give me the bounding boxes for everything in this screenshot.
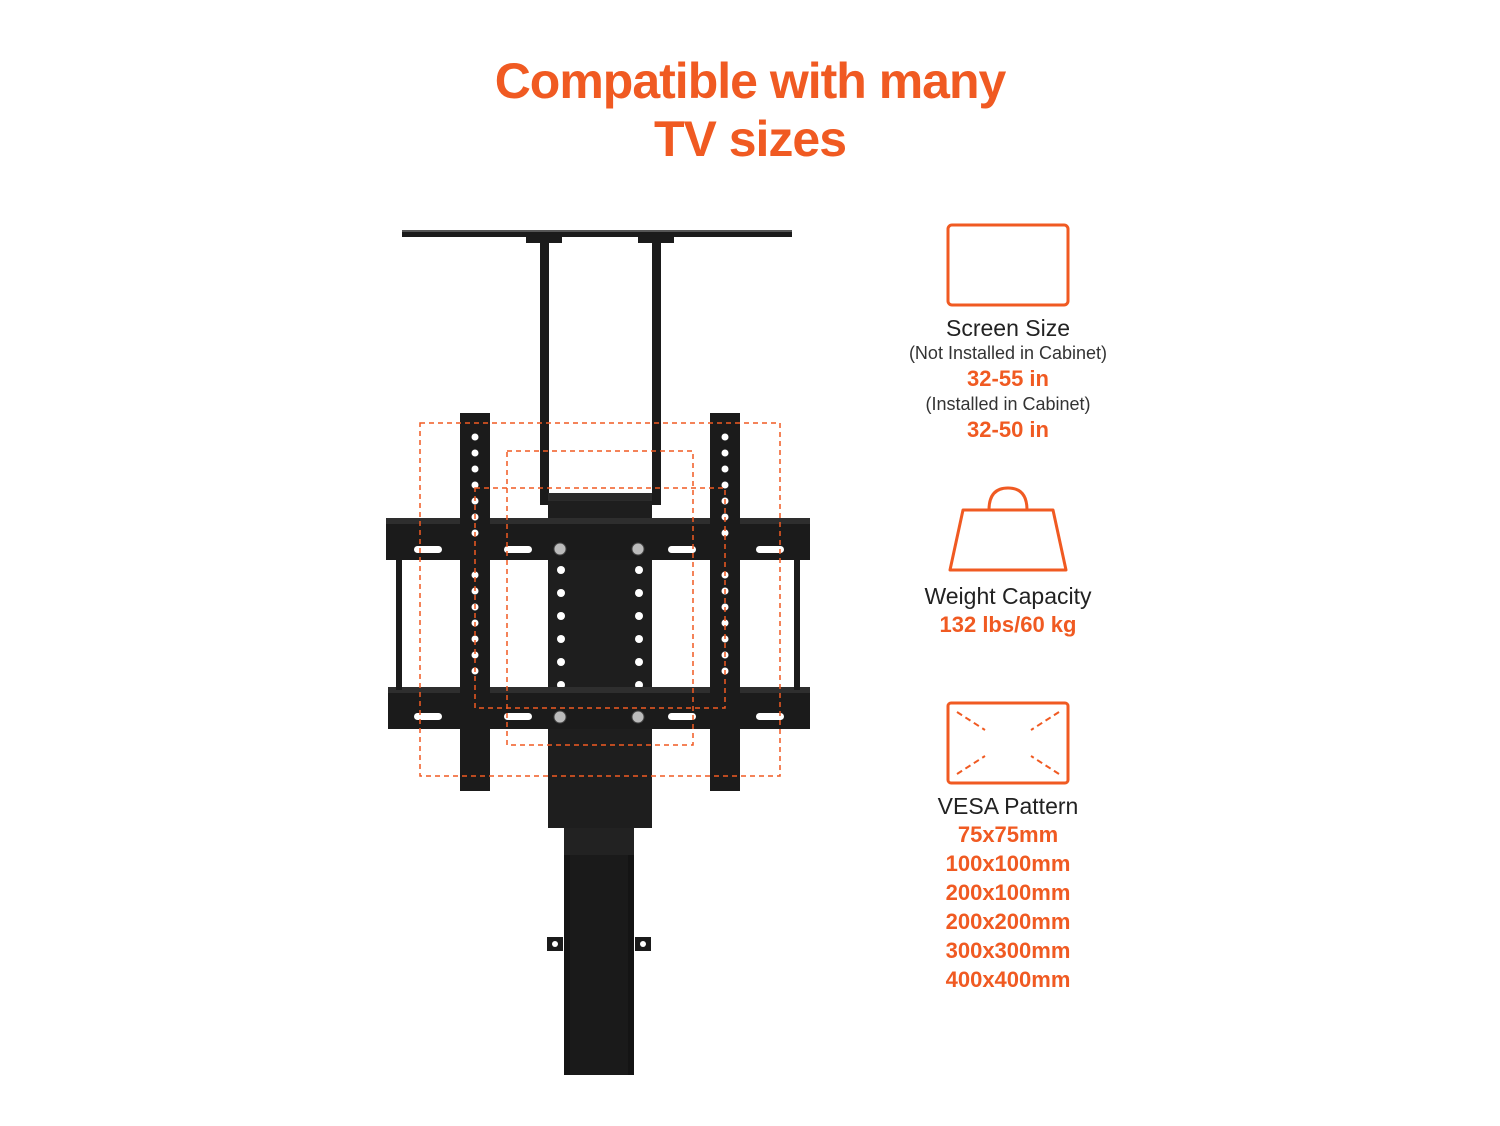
headline-line-2: TV sizes xyxy=(653,111,847,167)
screen-size-value-1: 32-55 in xyxy=(967,366,1049,391)
screen-size-value-2: 32-50 in xyxy=(967,417,1049,442)
vesa-outline-large xyxy=(419,422,781,777)
screen-icon xyxy=(946,223,1070,307)
shelf-post-left xyxy=(540,235,549,505)
shelf-post-right xyxy=(652,235,661,505)
tv-lift-mount-illustration xyxy=(386,230,810,1075)
headline: Compatible with many TV sizes xyxy=(0,52,1500,168)
spec-weight-capacity: Weight Capacity 132 lbs/60 kg xyxy=(858,484,1158,639)
vesa-value: 300x300mm xyxy=(945,938,1071,963)
screen-size-note-2: (Installed in Cabinet) xyxy=(925,394,1091,414)
tv-bracket-left xyxy=(460,413,490,791)
screen-size-label: Screen Size xyxy=(945,315,1070,341)
weight-icon xyxy=(948,486,1068,572)
upper-rail xyxy=(386,518,810,560)
vesa-value: 100x100mm xyxy=(945,851,1071,876)
vesa-pattern-label: VESA Pattern xyxy=(937,793,1079,819)
vesa-value: 200x100mm xyxy=(945,880,1071,905)
weight-capacity-value: 132 lbs/60 kg xyxy=(939,612,1077,637)
spec-screen-size: Screen Size (Not Installed in Cabinet) 3… xyxy=(858,222,1158,444)
vesa-outline-medium xyxy=(506,450,694,746)
screen-size-note-1: (Not Installed in Cabinet) xyxy=(908,343,1108,363)
top-shelf xyxy=(402,230,792,237)
vesa-outline-small xyxy=(474,487,726,709)
headline-line-1: Compatible with many xyxy=(494,53,1007,109)
vesa-icon xyxy=(946,701,1070,785)
vesa-value: 400x400mm xyxy=(945,967,1071,992)
vesa-value: 200x200mm xyxy=(945,909,1071,934)
vesa-value: 75x75mm xyxy=(957,822,1059,847)
spec-vesa-pattern: VESA Pattern 75x75mm 100x100mm 200x100mm… xyxy=(858,700,1158,994)
weight-capacity-label: Weight Capacity xyxy=(924,583,1092,609)
